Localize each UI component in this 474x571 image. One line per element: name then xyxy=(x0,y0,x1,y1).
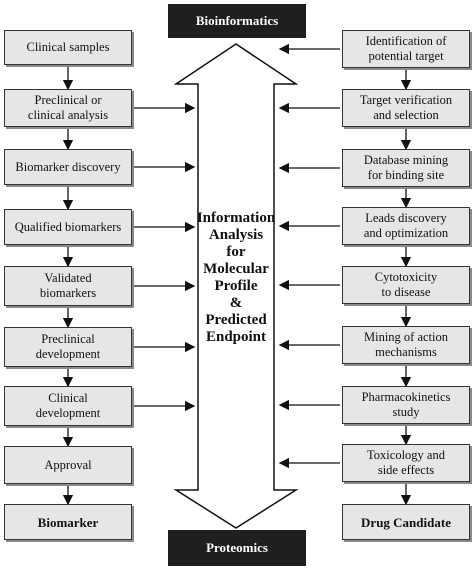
proteomics-header: Proteomics xyxy=(168,530,306,566)
left-box-approval: Approval xyxy=(4,446,132,484)
center-text-line: Profile xyxy=(214,278,258,294)
center-text-line: & xyxy=(229,295,243,311)
left-box-clinical-samples: Clinical samples xyxy=(4,30,132,65)
left-box-qualified-biomarkers: Qualified biomarkers xyxy=(4,209,132,245)
center-text-line: Endpoint xyxy=(205,329,267,345)
center-text-line: Information xyxy=(196,210,276,226)
center-text-line: Predicted xyxy=(205,312,267,328)
left-box-biomarker-discovery: Biomarker discovery xyxy=(4,149,132,185)
bioinformatics-header: Bioinformatics xyxy=(168,4,306,38)
center-text-line: for xyxy=(226,244,246,260)
center-text-line: Molecular xyxy=(203,261,269,277)
center-text-line: Analysis xyxy=(208,227,264,243)
double-arrow-shape xyxy=(173,43,299,529)
left-output-biomarker: Biomarker xyxy=(4,504,132,540)
right-output-drug-candidate: Drug Candidate xyxy=(342,504,470,540)
